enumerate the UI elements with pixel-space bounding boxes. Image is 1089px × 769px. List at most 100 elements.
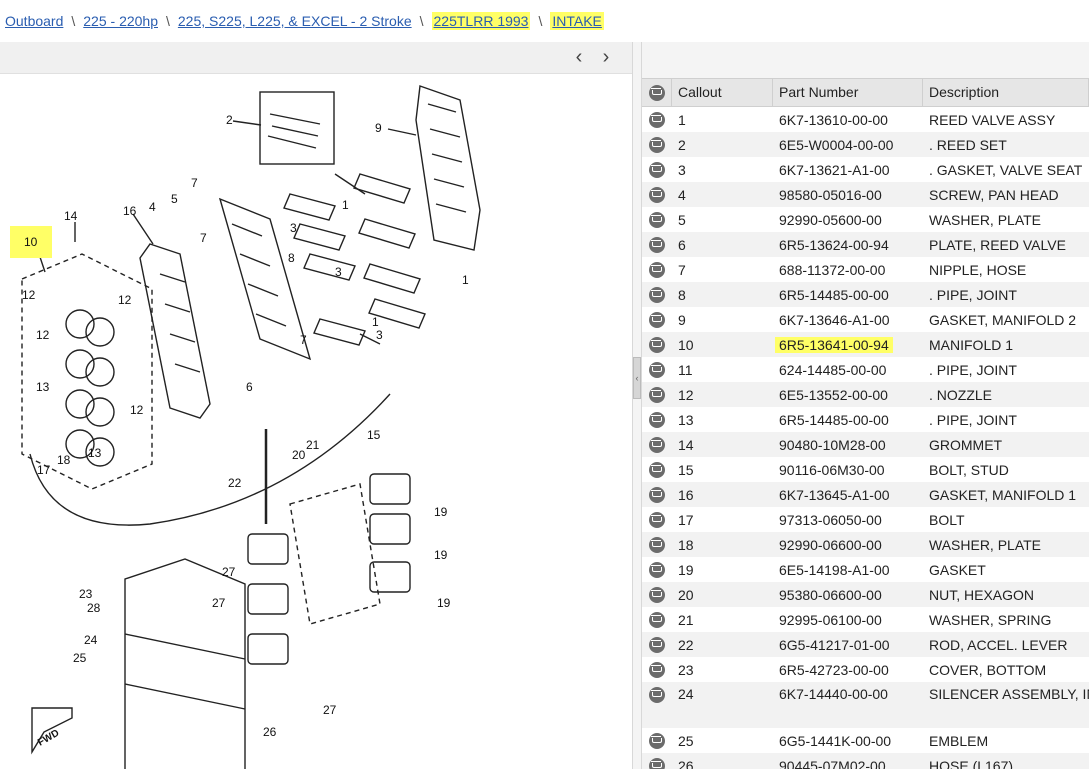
diagram-callout-19[interactable]: 19 xyxy=(434,548,448,562)
cart-icon[interactable] xyxy=(649,586,665,603)
cart-icon[interactable] xyxy=(649,411,665,428)
cart-icon[interactable] xyxy=(649,686,665,703)
diagram-callout-2[interactable]: 2 xyxy=(226,113,233,127)
cart-icon[interactable] xyxy=(649,336,665,353)
diagram-callout-16[interactable]: 16 xyxy=(123,204,137,218)
diagram-callout-24[interactable]: 24 xyxy=(84,633,98,647)
cart-icon[interactable] xyxy=(649,536,665,553)
diagram-callout-21[interactable]: 21 xyxy=(306,438,320,452)
diagram-callout-12[interactable]: 12 xyxy=(118,293,132,307)
cart-icon[interactable] xyxy=(649,486,665,503)
diagram-callout-28[interactable]: 28 xyxy=(87,601,101,615)
cart-icon[interactable] xyxy=(649,286,665,303)
diagram-callout-19[interactable]: 19 xyxy=(437,596,451,610)
diagram-callout-25[interactable]: 25 xyxy=(73,651,87,665)
cart-icon[interactable] xyxy=(649,461,665,478)
cart-icon[interactable] xyxy=(649,236,665,253)
header-callout[interactable]: Callout xyxy=(672,79,773,106)
diagram-callout-27[interactable]: 27 xyxy=(323,703,337,717)
cart-icon[interactable] xyxy=(649,511,665,528)
diagram-callout-1[interactable]: 1 xyxy=(462,273,469,287)
cart-icon[interactable] xyxy=(649,561,665,578)
cart-icon[interactable] xyxy=(649,161,665,178)
diagram-callout-18[interactable]: 18 xyxy=(57,453,71,467)
cart-icon[interactable] xyxy=(649,186,665,203)
diagram-callout-13[interactable]: 13 xyxy=(36,380,50,394)
next-diagram-button[interactable]: › xyxy=(602,46,610,68)
diagram-callout-1[interactable]: 1 xyxy=(342,198,349,212)
diagram-callout-27[interactable]: 27 xyxy=(222,565,236,579)
diagram-callout-17[interactable]: 17 xyxy=(37,463,51,477)
cart-icon[interactable] xyxy=(649,136,665,153)
diagram-callout-8[interactable]: 8 xyxy=(288,251,295,265)
cart-icon[interactable] xyxy=(649,261,665,278)
header-description[interactable]: Description xyxy=(923,79,1089,106)
diagram-callout-10[interactable]: 10 xyxy=(24,235,38,249)
diagram-callout-3[interactable]: 3 xyxy=(335,265,342,279)
cart-icon[interactable] xyxy=(648,84,665,101)
diagram-callout-7[interactable]: 7 xyxy=(200,231,207,245)
previous-diagram-button[interactable]: ‹ xyxy=(575,46,583,68)
diagram-callout-26[interactable]: 26 xyxy=(263,725,277,739)
breadcrumb-link[interactable]: Outboard xyxy=(5,13,64,29)
cart-icon[interactable] xyxy=(649,386,665,403)
pane-splitter[interactable]: ‹ xyxy=(632,42,642,769)
cart-icon[interactable] xyxy=(649,361,665,378)
cart-icon[interactable] xyxy=(649,636,665,653)
cart-icon[interactable] xyxy=(649,757,665,769)
diagram-callout-19[interactable]: 19 xyxy=(434,505,448,519)
diagram-callout-15[interactable]: 15 xyxy=(367,428,381,442)
cart-icon[interactable] xyxy=(649,311,665,328)
diagram-callout-12[interactable]: 12 xyxy=(22,288,36,302)
diagram-callout-13[interactable]: 13 xyxy=(88,446,102,460)
diagram-callout-7[interactable]: 7 xyxy=(191,176,198,190)
diagram-callout-12[interactable]: 12 xyxy=(36,328,50,342)
breadcrumb-link[interactable]: INTAKE xyxy=(550,12,604,30)
cart-icon[interactable] xyxy=(649,211,665,228)
diagram-callout-3[interactable]: 3 xyxy=(376,328,383,342)
breadcrumb-link[interactable]: 225 - 220hp xyxy=(83,13,158,29)
diagram-callout-27[interactable]: 27 xyxy=(212,596,226,610)
diagram-callout-14[interactable]: 14 xyxy=(64,209,78,223)
diagram-callout-6[interactable]: 6 xyxy=(246,380,253,394)
collapse-handle-icon[interactable]: ‹ xyxy=(633,357,641,399)
diagram-callout-3[interactable]: 3 xyxy=(290,221,297,235)
diagram-callout-7[interactable]: 7 xyxy=(300,333,307,347)
diagram-callout-23[interactable]: 23 xyxy=(79,587,93,601)
cart-icon[interactable] xyxy=(649,732,665,749)
diagram-callout-4[interactable]: 4 xyxy=(149,200,156,214)
diagram-callout-5[interactable]: 5 xyxy=(171,192,178,206)
diagram-callout-12[interactable]: 12 xyxy=(130,403,144,417)
diagram-callout-9[interactable]: 9 xyxy=(375,121,382,135)
cart-icon[interactable] xyxy=(649,611,665,628)
breadcrumb-link[interactable]: 225, S225, L225, & EXCEL - 2 Stroke xyxy=(177,13,412,29)
diagram-callout-20[interactable]: 20 xyxy=(292,448,306,462)
breadcrumb-link[interactable]: 225TLRR 1993 xyxy=(431,12,531,30)
diagram-callout-1[interactable]: 1 xyxy=(372,315,379,329)
